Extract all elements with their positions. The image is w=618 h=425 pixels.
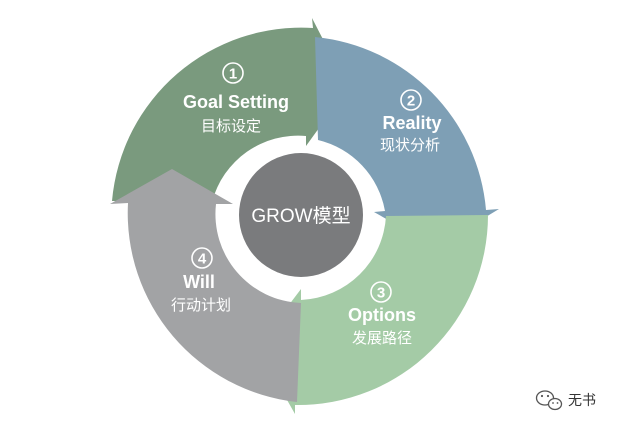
segment-goal-setting: [112, 18, 348, 202]
watermark-text: 无书: [568, 393, 596, 409]
step-4-number: 4: [198, 251, 207, 268]
step-4-title: Will: [183, 272, 215, 292]
segment-will: [110, 169, 301, 402]
step-1-number-badge: [222, 62, 244, 84]
step-2-number: 2: [407, 93, 415, 110]
step-2-number-badge: [400, 89, 422, 111]
segment-reality: [315, 37, 499, 247]
step-2-subtitle: 现状分析: [380, 136, 440, 154]
step-2-title: Reality: [382, 113, 441, 133]
step-3-number: 3: [377, 285, 385, 302]
step-1-title: Goal Setting: [183, 92, 289, 112]
step-4-subtitle: 行动计划: [171, 296, 231, 314]
center-label: GROW模型: [251, 205, 350, 227]
center-circle: [239, 153, 363, 277]
wechat-icon: [535, 390, 563, 411]
step-3-title: Options: [348, 305, 416, 325]
segment-options: [257, 215, 488, 414]
step-1-number: 1: [229, 66, 237, 83]
step-1-subtitle: 目标设定: [201, 117, 261, 135]
step-3-number-badge: [370, 281, 392, 303]
step-4-number-badge: [191, 247, 213, 269]
step-3-subtitle: 发展路径: [352, 329, 412, 347]
